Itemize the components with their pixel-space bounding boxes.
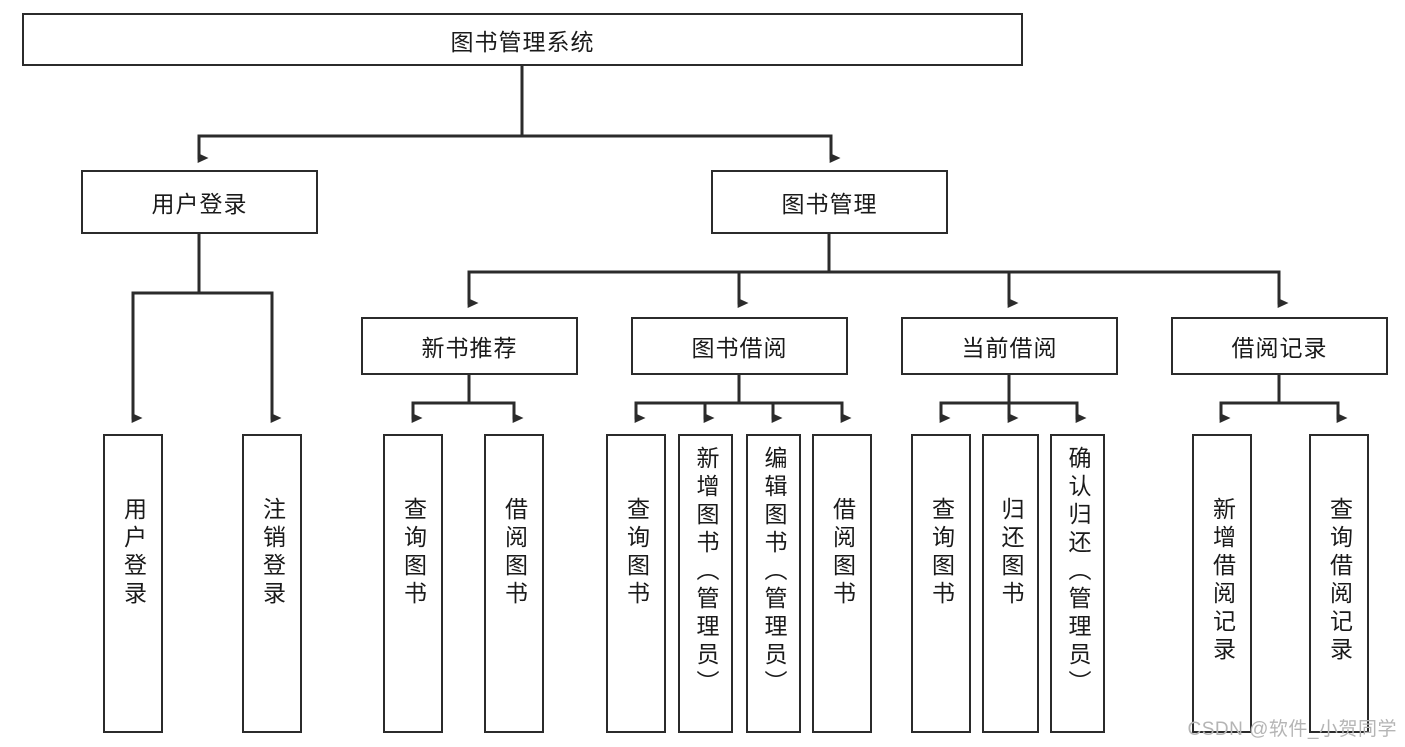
node-leaf-borrow-book-1[interactable]: 借阅图书 bbox=[484, 434, 544, 733]
node-leaf-add-book[interactable]: 新增图书（管理员） bbox=[678, 434, 733, 733]
node-current-borrow-label: 当前借阅 bbox=[961, 335, 1058, 361]
node-borrow-record-label: 借阅记录 bbox=[1231, 335, 1328, 361]
node-leaf-add-record[interactable]: 新增借阅记录 bbox=[1192, 434, 1252, 733]
node-leaf-query-book-1[interactable]: 查询图书 bbox=[383, 434, 443, 733]
node-leaf-query-record-label: 查询借阅记录 bbox=[1326, 497, 1353, 665]
node-leaf-user-login[interactable]: 用户登录 bbox=[103, 434, 163, 733]
node-new-book-recommend-label: 新书推荐 bbox=[421, 335, 518, 361]
node-user-login[interactable]: 用户登录 bbox=[81, 170, 318, 234]
node-leaf-add-book-label: 新增图书（管理员） bbox=[693, 446, 719, 698]
node-user-login-label: 用户登录 bbox=[151, 191, 248, 217]
node-leaf-user-logout-label: 注销登录 bbox=[259, 497, 286, 609]
node-leaf-borrow-book-2-label: 借阅图书 bbox=[829, 497, 856, 609]
watermark: CSDN @软件_小贺同学 bbox=[1187, 719, 1397, 740]
node-leaf-borrow-book-2[interactable]: 借阅图书 bbox=[812, 434, 872, 733]
node-leaf-confirm-return-label: 确认归还（管理员） bbox=[1065, 446, 1091, 698]
node-leaf-query-book-2-label: 查询图书 bbox=[623, 497, 650, 609]
node-leaf-edit-book-label: 编辑图书（管理员） bbox=[761, 446, 787, 698]
node-leaf-query-book-3[interactable]: 查询图书 bbox=[911, 434, 971, 733]
node-leaf-edit-book[interactable]: 编辑图书（管理员） bbox=[746, 434, 801, 733]
node-new-book-recommend[interactable]: 新书推荐 bbox=[361, 317, 578, 375]
node-leaf-user-logout[interactable]: 注销登录 bbox=[242, 434, 302, 733]
node-root[interactable]: 图书管理系统 bbox=[22, 13, 1023, 66]
node-leaf-return-book-label: 归还图书 bbox=[998, 497, 1024, 609]
node-leaf-confirm-return[interactable]: 确认归还（管理员） bbox=[1050, 434, 1105, 733]
node-book-borrow-label: 图书借阅 bbox=[691, 335, 788, 361]
node-book-manage-label: 图书管理 bbox=[781, 191, 878, 217]
node-leaf-query-record[interactable]: 查询借阅记录 bbox=[1309, 434, 1369, 733]
node-leaf-add-record-label: 新增借阅记录 bbox=[1209, 497, 1236, 665]
node-leaf-user-login-label: 用户登录 bbox=[120, 497, 147, 609]
node-leaf-borrow-book-1-label: 借阅图书 bbox=[501, 497, 528, 609]
node-leaf-query-book-1-label: 查询图书 bbox=[400, 497, 427, 609]
node-book-borrow[interactable]: 图书借阅 bbox=[631, 317, 848, 375]
node-book-manage[interactable]: 图书管理 bbox=[711, 170, 948, 234]
node-leaf-query-book-2[interactable]: 查询图书 bbox=[606, 434, 666, 733]
node-borrow-record[interactable]: 借阅记录 bbox=[1171, 317, 1388, 375]
node-leaf-return-book[interactable]: 归还图书 bbox=[982, 434, 1039, 733]
node-leaf-query-book-3-label: 查询图书 bbox=[928, 497, 955, 609]
node-current-borrow[interactable]: 当前借阅 bbox=[901, 317, 1118, 375]
node-root-label: 图书管理系统 bbox=[450, 28, 595, 55]
